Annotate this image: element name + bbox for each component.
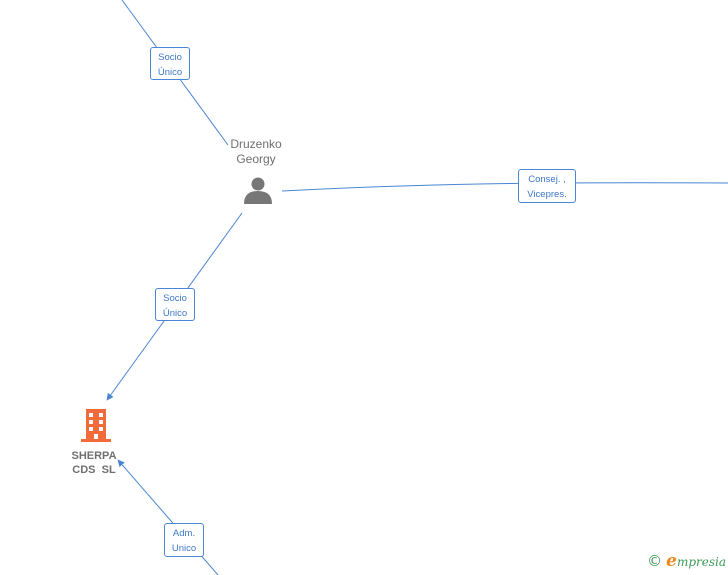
footer-watermark: © empresia xyxy=(647,551,726,571)
company-name-line1: SHERPA xyxy=(71,450,117,462)
edge-label-adm-line1: Adm. xyxy=(172,528,196,539)
edge-consej-line xyxy=(281,182,728,192)
edge-label-consej[interactable]: Consej. , Vicepres. xyxy=(518,169,576,203)
edge-label-consej-line2: Vicepres. xyxy=(527,189,567,200)
company-node-label[interactable]: SHERPA CDS SL xyxy=(54,449,134,477)
person-name-line2: Georgy xyxy=(236,152,276,166)
edge-label-top-socio-line2: Único xyxy=(157,67,183,78)
person-node-label[interactable]: Druzenko Georgy xyxy=(216,137,296,167)
company-name-line2: CDS SL xyxy=(72,464,116,476)
brand-logo: empresia xyxy=(666,551,726,571)
brand-logo-text: mpresia xyxy=(676,555,726,569)
edge-label-adm-line2: Unico xyxy=(171,543,197,554)
edge-label-socio-company[interactable]: Socio Único xyxy=(155,288,195,321)
edge-adm-line xyxy=(117,459,219,575)
edge-label-adm[interactable]: Adm. Unico xyxy=(164,523,204,557)
edge-label-top-socio[interactable]: Socio Único xyxy=(150,47,190,80)
edge-label-socio-company-line1: Socio xyxy=(163,293,187,304)
edge-label-socio-company-line2: Único xyxy=(162,308,188,319)
edge-label-top-socio-line1: Socio xyxy=(158,52,182,63)
copyright-icon: © xyxy=(647,551,663,570)
person-name-line1: Druzenko xyxy=(230,137,282,151)
brand-logo-initial: e xyxy=(666,551,677,571)
person-icon[interactable] xyxy=(244,177,272,205)
building-icon[interactable] xyxy=(81,409,111,442)
edge-label-consej-line1: Consej. , xyxy=(528,174,566,185)
